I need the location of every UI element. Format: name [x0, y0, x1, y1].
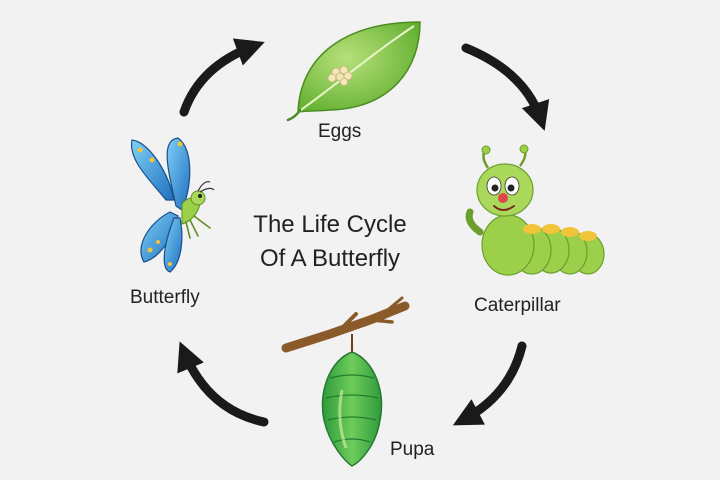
- butterfly-icon: [130, 137, 215, 273]
- chrysalis-icon: [281, 296, 410, 467]
- arrow-butterfly-to-eggs: [179, 38, 265, 117]
- diagram-title: The Life Cycle Of A Butterfly: [230, 208, 430, 276]
- title-line-1: The Life Cycle: [253, 211, 407, 238]
- arrow-eggs-to-caterpillar: [461, 43, 550, 131]
- title-line-2: Of A Butterfly: [259, 245, 401, 272]
- stage-label-butterfly: Butterfly: [130, 287, 200, 308]
- stage-label-eggs: Eggs: [318, 121, 362, 142]
- stage-label-pupa: Pupa: [390, 439, 435, 460]
- arrow-caterpillar-to-pupa: [452, 341, 527, 426]
- caterpillar-icon: [465, 144, 605, 276]
- arrow-pupa-to-butterfly: [177, 341, 269, 427]
- stage-label-caterpillar: Caterpillar: [474, 295, 561, 316]
- leaf-with-eggs-icon: [286, 21, 421, 122]
